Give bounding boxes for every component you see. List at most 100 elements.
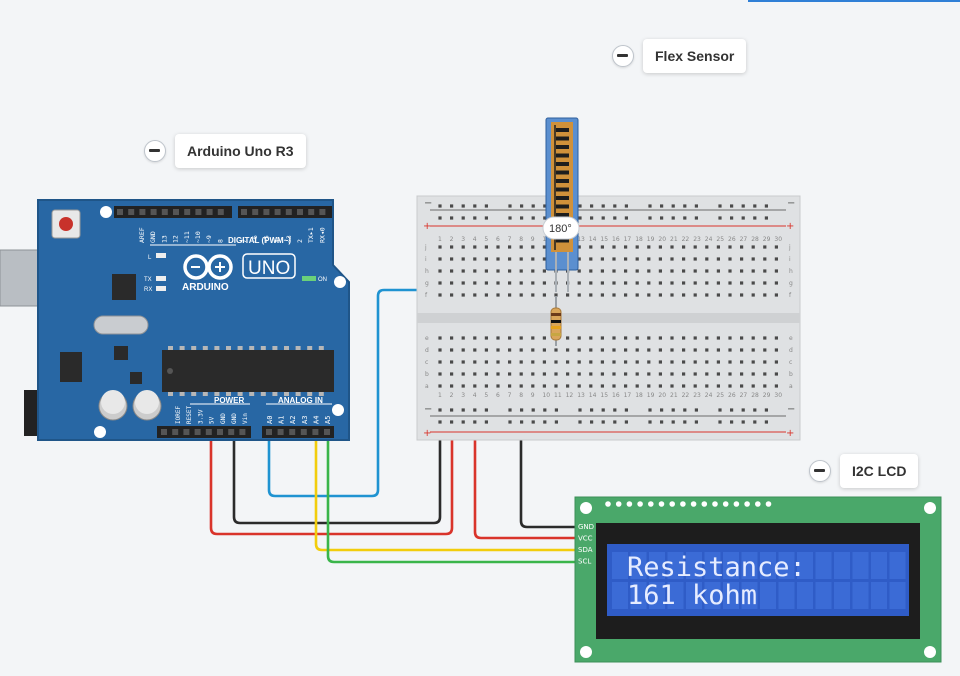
breadboard-hole: [670, 372, 674, 376]
header-pin: [300, 429, 307, 435]
breadboard-hole: [648, 204, 652, 208]
breadboard-hole: [648, 408, 652, 412]
breadboard-hole: [693, 372, 697, 376]
breadboard-hole: [647, 372, 651, 376]
breadboard-hole: [763, 372, 767, 376]
breadboard-hole: [577, 281, 581, 285]
analog-pin-label: A0: [266, 416, 274, 424]
flex-sensor[interactable]: 180°: [542, 117, 580, 292]
minus-circle-icon[interactable]: [809, 460, 831, 482]
breadboard-hole: [600, 360, 604, 364]
breadboard-hole: [658, 281, 662, 285]
breadboard-hole: [728, 245, 732, 249]
breadboard-hole: [716, 269, 720, 273]
breadboard-hole: [660, 408, 664, 412]
minus-circle-icon[interactable]: [144, 140, 166, 162]
digital-pin-label: 4: [274, 239, 282, 243]
lcd-header-pin: [744, 501, 750, 507]
breadboard-hole: [450, 204, 454, 208]
breadboard-hole: [716, 336, 720, 340]
breadboard-hole: [682, 360, 686, 364]
header-pin: [173, 209, 179, 215]
breadboard-hole: [635, 384, 639, 388]
digital-pin-label: ~6: [251, 235, 259, 243]
breadboard-hole: [554, 360, 558, 364]
resistor-band: [551, 313, 561, 316]
arduino-label[interactable]: Arduino Uno R3: [175, 134, 306, 168]
breadboard-hole: [763, 293, 767, 297]
breadboard-hole: [508, 408, 512, 412]
breadboard-hole: [508, 257, 512, 261]
chip-pin: [295, 392, 301, 396]
breadboard-hole: [600, 293, 604, 297]
lcd-cell: [723, 582, 739, 609]
callout-lcd[interactable]: I2C LCD: [809, 454, 919, 488]
breadboard-hole: [438, 216, 442, 220]
breadboard-hole: [751, 293, 755, 297]
breadboard-column-label: 3: [461, 392, 465, 399]
breadboard-hole: [438, 408, 442, 412]
breadboard-hole: [624, 420, 628, 424]
breadboard-column-label: 6: [496, 392, 500, 399]
breadboard-hole: [461, 420, 465, 424]
breadboard-hole: [484, 269, 488, 273]
breadboard-hole: [508, 281, 512, 285]
breadboard-column-label: 18: [635, 236, 643, 243]
breadboard-hole: [730, 408, 734, 412]
breadboard-hole: [658, 384, 662, 388]
callout-flex-sensor[interactable]: Flex Sensor: [612, 39, 747, 73]
breadboard-hole: [520, 216, 524, 220]
breadboard-hole: [542, 348, 546, 352]
lcd-label[interactable]: I2C LCD: [840, 454, 919, 488]
breadboard-hole: [671, 420, 675, 424]
breadboard-column-label: 26: [728, 392, 736, 399]
digital-pin-label: 7: [240, 239, 248, 243]
resistor[interactable]: [550, 296, 562, 346]
flex-trace: [556, 187, 569, 192]
breadboard-hole: [728, 384, 732, 388]
breadboard-hole: [683, 204, 687, 208]
breadboard-hole: [577, 348, 581, 352]
breadboard-hole: [531, 269, 535, 273]
lcd-cell: [630, 582, 647, 609]
breadboard-hole: [473, 372, 477, 376]
breadboard-hole: [728, 372, 732, 376]
breadboard-hole: [600, 372, 604, 376]
flex-sensor-label[interactable]: Flex Sensor: [643, 39, 747, 73]
breadboard-hole: [705, 384, 709, 388]
header-pin: [172, 429, 179, 435]
breadboard-hole: [473, 257, 477, 261]
breadboard-hole: [589, 293, 593, 297]
breadboard-column-label: 11: [554, 392, 562, 399]
callout-arduino[interactable]: Arduino Uno R3: [144, 134, 306, 168]
breadboard-hole: [774, 257, 778, 261]
breadboard-hole: [670, 269, 674, 273]
header-pin: [150, 209, 157, 215]
breadboard-hole: [578, 408, 582, 412]
chip-pin: [318, 346, 324, 350]
breadboard-column-label: 24: [705, 392, 713, 399]
breadboard-hole: [601, 204, 605, 208]
breadboard-hole: [693, 257, 697, 261]
breadboard-hole: [764, 420, 768, 424]
breadboard-hole: [578, 216, 582, 220]
chip-pin: [272, 392, 278, 396]
breadboard[interactable]: 1122334455667788991010111112121313141415…: [416, 195, 801, 441]
breadboard-hole: [438, 420, 442, 424]
led-l-label: L: [148, 255, 152, 261]
chip-pin: [260, 392, 266, 396]
lcd-header-pin: [701, 501, 708, 507]
flex-angle-badge[interactable]: [542, 216, 580, 240]
breadboard-hole: [694, 204, 698, 208]
minus-circle-icon[interactable]: [612, 45, 634, 67]
breadboard-column-label: 2: [450, 392, 454, 399]
digital-pin-label: ~3: [285, 235, 293, 243]
breadboard-hole: [461, 336, 465, 340]
breadboard-hole: [531, 336, 535, 340]
breadboard-hole: [461, 204, 465, 208]
breadboard-hole: [705, 336, 709, 340]
power-pin-label: Vin: [242, 413, 249, 424]
